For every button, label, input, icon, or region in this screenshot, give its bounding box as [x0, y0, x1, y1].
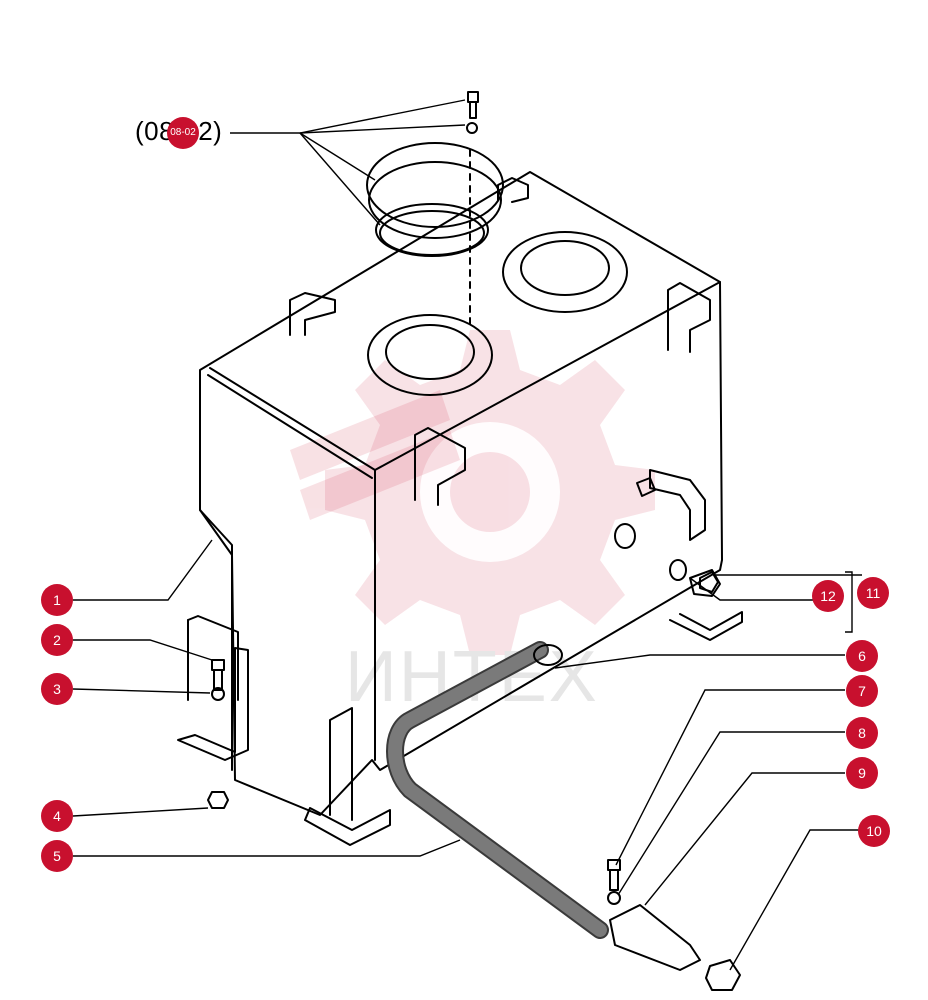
side-bracket-right	[667, 282, 711, 353]
right-mount-foot	[669, 611, 743, 641]
plug-11	[689, 569, 721, 597]
front-mount-foot	[304, 807, 391, 846]
nut-4	[207, 791, 229, 809]
hose-clamp	[533, 644, 563, 666]
callout-4[interactable]: 4	[41, 800, 73, 832]
callout-11[interactable]: 11	[857, 577, 889, 609]
top-bracket-left	[289, 292, 336, 336]
callout-2[interactable]: 2	[41, 624, 73, 656]
callout-8[interactable]: 8	[846, 717, 878, 749]
left-mount-bracket	[177, 647, 249, 761]
port-flange-rear	[502, 231, 628, 313]
washer-8	[607, 891, 621, 905]
port-flange-front	[367, 314, 493, 396]
callout-1[interactable]: 1	[41, 584, 73, 616]
hose-5	[386, 641, 609, 939]
callout-6[interactable]: 6	[846, 640, 878, 672]
reference-badge[interactable]: 08-02	[167, 117, 199, 149]
bolt-2	[211, 659, 225, 691]
bolt-7	[607, 859, 621, 891]
washer-3	[211, 687, 225, 701]
tank-body	[199, 171, 723, 816]
callout-3[interactable]: 3	[41, 673, 73, 705]
elbow-fitting	[649, 469, 706, 541]
side-bracket-center	[414, 427, 466, 506]
callout-7[interactable]: 7	[846, 675, 878, 707]
callout-12[interactable]: 12	[812, 580, 844, 612]
hose-end-fitting	[609, 904, 701, 971]
plug-10	[705, 959, 741, 991]
bolt-top	[467, 91, 479, 119]
callout-9[interactable]: 9	[846, 757, 878, 789]
callout-5[interactable]: 5	[41, 840, 73, 872]
cover-plate	[366, 142, 504, 228]
callout-10[interactable]: 10	[858, 815, 890, 847]
